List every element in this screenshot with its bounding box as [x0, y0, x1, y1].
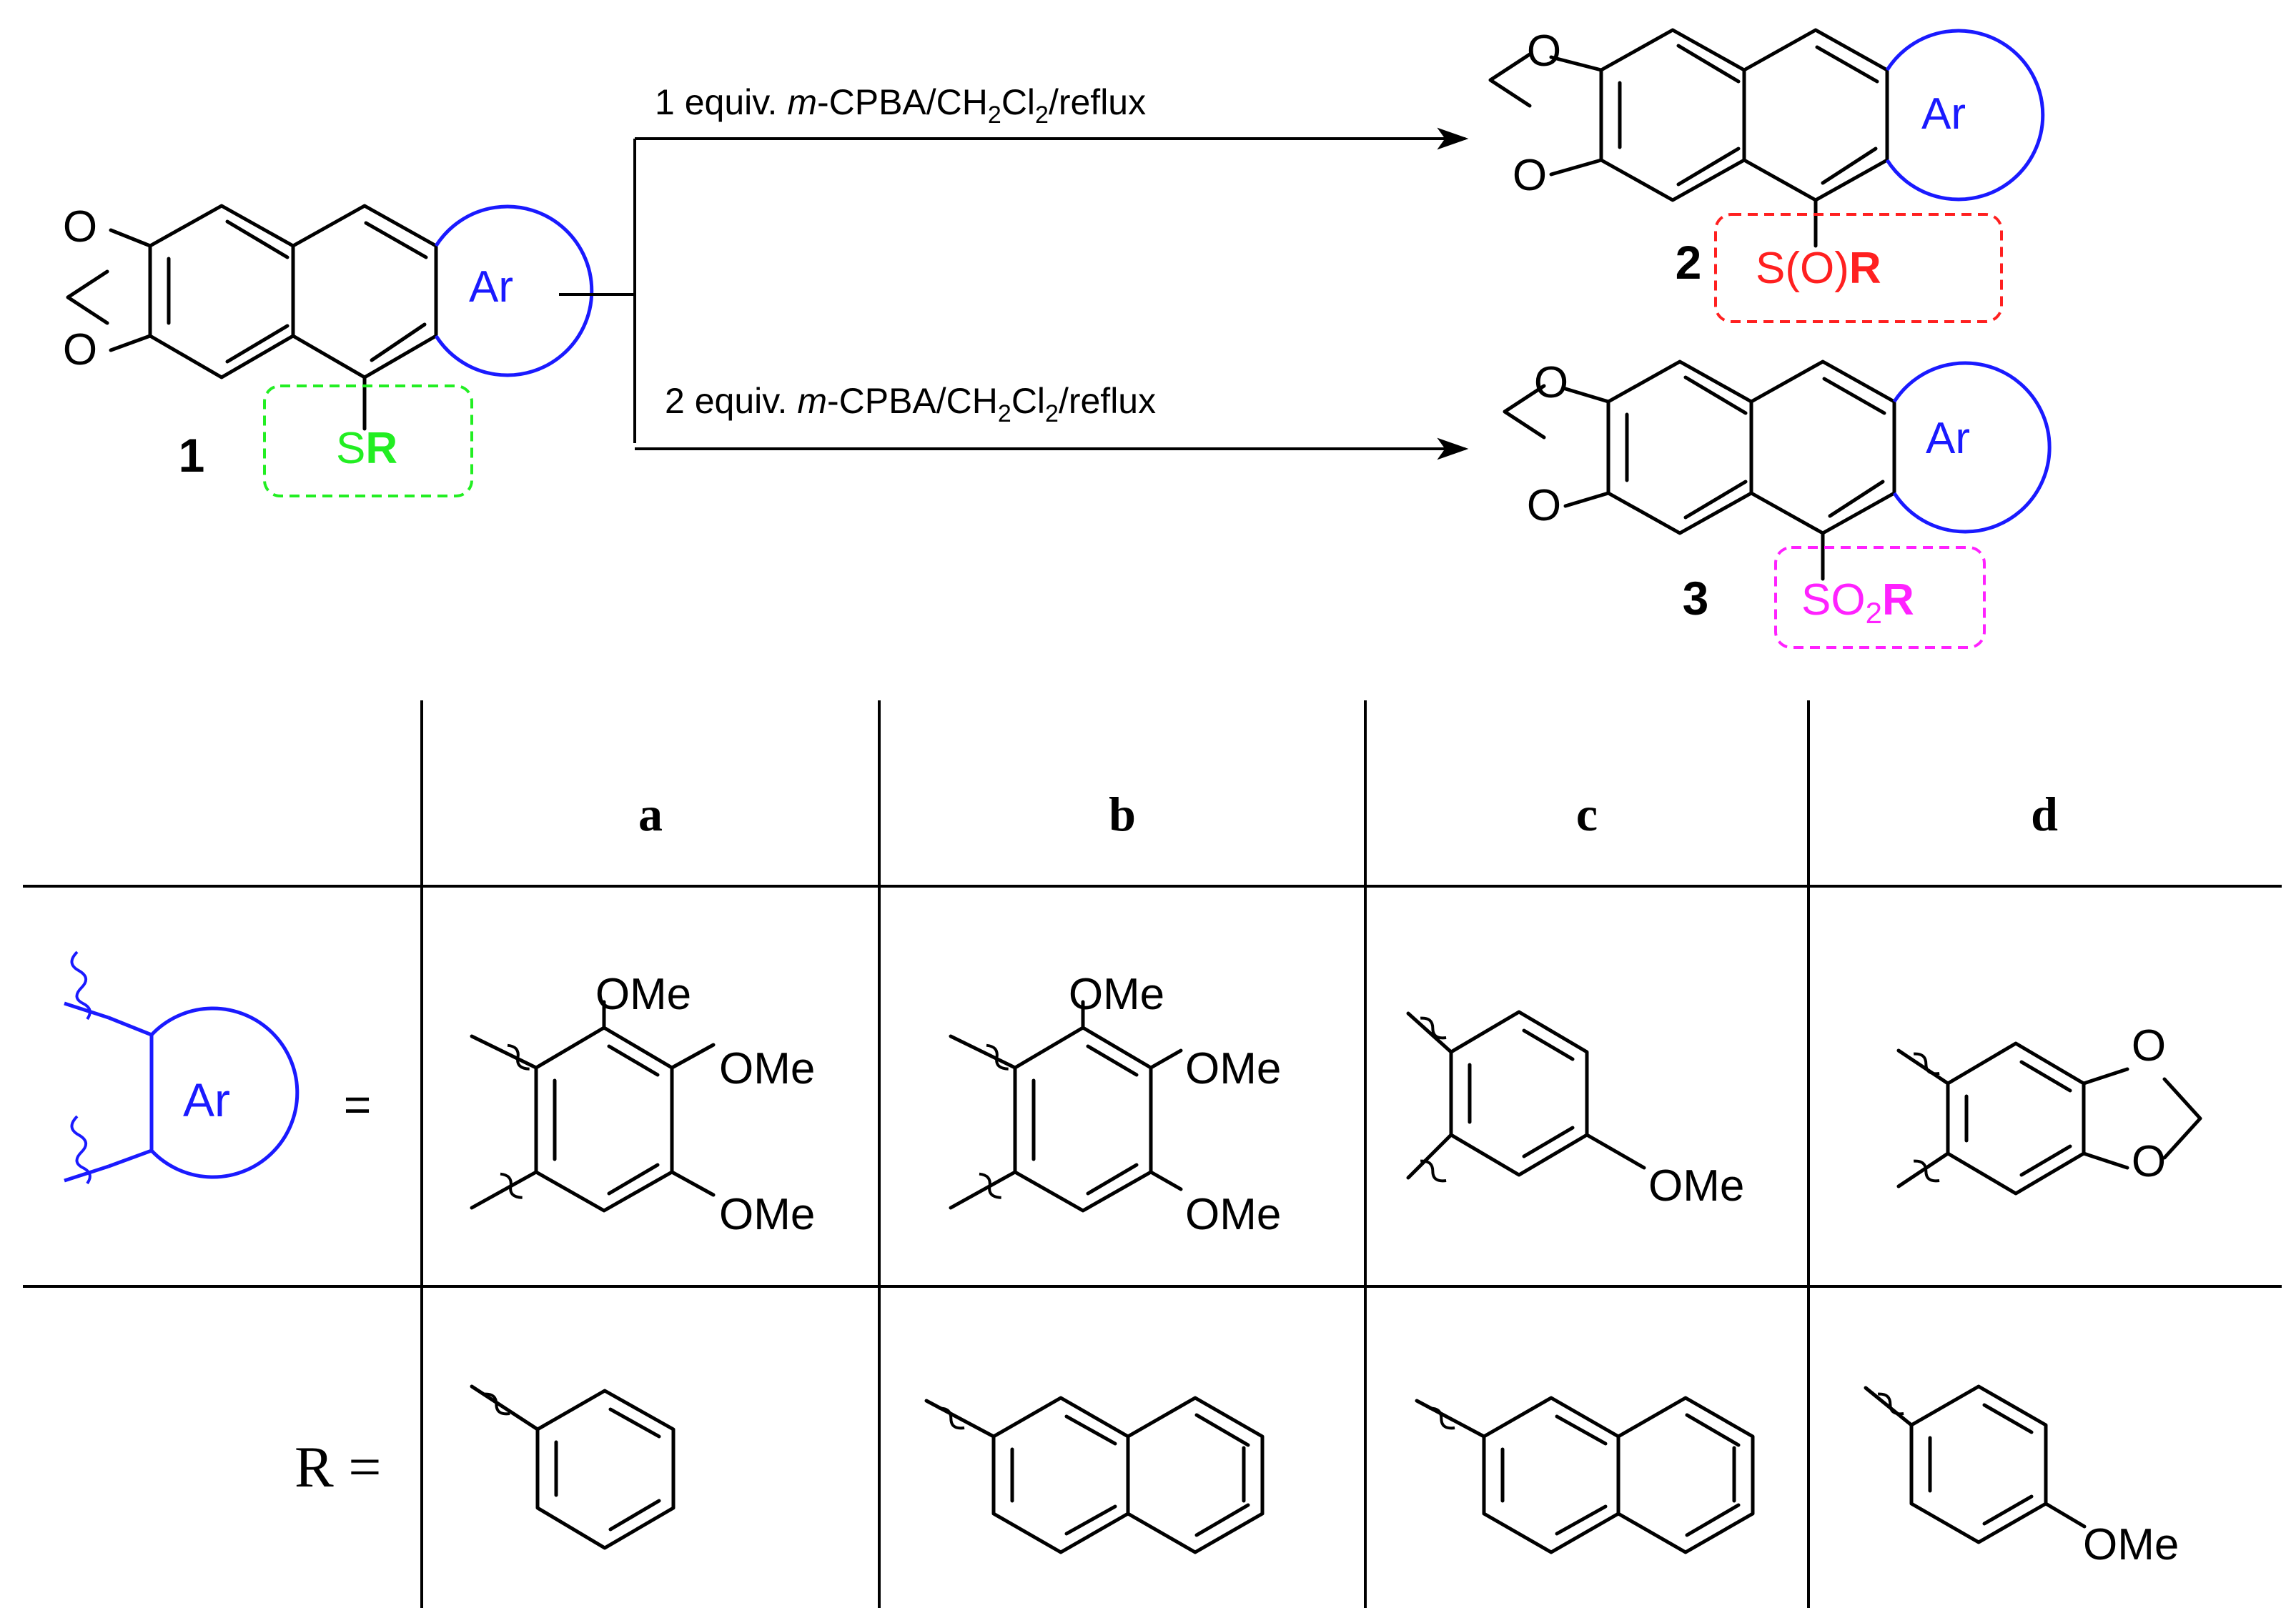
a-ome-top: OMe: [595, 970, 691, 1019]
compound-3-number: 3: [1683, 572, 1709, 625]
ar-fragment-structure: [64, 951, 300, 1185]
compound-2-sor-label: S(O)R: [1756, 244, 1881, 293]
compound-3-ar-label: Ar: [1926, 414, 1970, 463]
cond-bottom-cl: Cl: [1011, 381, 1045, 421]
compound-2-number: 2: [1676, 236, 1702, 289]
ar-equals-sign: =: [344, 1078, 372, 1131]
c-ome: OMe: [1648, 1161, 1744, 1211]
r-structure-d: [1864, 1384, 2087, 1544]
cond-bottom-italic: m: [797, 381, 827, 421]
compound-1-sr-label: SR: [336, 424, 397, 473]
compound-1-number: 1: [179, 429, 205, 482]
r-d-ome: OMe: [2083, 1520, 2179, 1569]
ar-structure-d: [1896, 1041, 2202, 1196]
d-o-bottom: O: [2132, 1137, 2166, 1186]
cond-bottom-sub2: 2: [1045, 400, 1059, 427]
sor-s: S(O): [1756, 244, 1849, 293]
sr-r: R: [365, 424, 397, 473]
cond-bottom-sub1: 2: [998, 400, 1011, 427]
a-ome-middle: OMe: [719, 1044, 815, 1093]
r-structure-c: [1415, 1396, 1755, 1554]
compound-2-o-bottom: O: [1513, 151, 1547, 200]
compound-2-ar-label: Ar: [1921, 89, 1966, 139]
r-equals-label: R =: [295, 1434, 381, 1499]
cond-bottom-mid: -CPBA/CH: [827, 381, 998, 421]
b-ome-top: OMe: [1069, 970, 1164, 1019]
r-structure-b: [924, 1396, 1265, 1554]
sr-s: S: [336, 424, 365, 473]
cond-top-sub1: 2: [988, 101, 1001, 129]
so2r-r: R: [1882, 575, 1914, 625]
reaction-arrows: [559, 127, 1469, 460]
column-header-a: a: [638, 787, 663, 841]
sor-r: R: [1849, 244, 1881, 293]
cond-top-mid: -CPBA/CH: [817, 82, 988, 122]
table-grid: [23, 700, 2282, 1608]
column-header-b: b: [1109, 787, 1136, 841]
ar-structure-a: [470, 1000, 716, 1213]
compound-3-so2r-label: SO2R: [1801, 575, 1914, 630]
condition-bottom: 2 equiv. m-CPBA/CH2Cl2/reflux: [665, 381, 1156, 427]
compound-1-o-bottom: O: [63, 325, 97, 374]
cond-top-lead: 1 equiv.: [655, 82, 787, 122]
so2r-sub: 2: [1866, 596, 1882, 630]
cond-top-italic: m: [787, 82, 817, 122]
b-ome-middle: OMe: [1185, 1044, 1281, 1093]
a-ome-bottom: OMe: [719, 1190, 815, 1239]
cond-top-sub2: 2: [1035, 101, 1049, 129]
ar-structure-b: [949, 1000, 1183, 1213]
column-header-c: c: [1576, 787, 1598, 841]
r-structure-a: [470, 1384, 676, 1550]
compound-1-ar-label: Ar: [469, 262, 513, 312]
compound-3-o-bottom: O: [1527, 481, 1561, 530]
d-o-top: O: [2132, 1021, 2166, 1071]
compound-3-o-top: O: [1534, 358, 1568, 407]
column-header-d: d: [2031, 787, 2058, 841]
compound-2-o-top: O: [1527, 26, 1561, 76]
so2r-s: SO: [1801, 575, 1866, 625]
compound-1-o-top: O: [63, 202, 97, 252]
compound-1-structure: [66, 204, 594, 497]
cond-top-cl: Cl: [1001, 82, 1035, 122]
cond-bottom-lead: 2 equiv.: [665, 381, 797, 421]
ar-fragment-label: Ar: [183, 1073, 230, 1126]
cond-top-tail: /reflux: [1049, 82, 1146, 122]
compound-3-structure: [1503, 359, 2052, 649]
compound-2-structure: [1488, 28, 2045, 323]
cond-bottom-tail: /reflux: [1059, 381, 1156, 421]
b-ome-bottom: OMe: [1185, 1190, 1281, 1239]
condition-top: 1 equiv. m-CPBA/CH2Cl2/reflux: [655, 82, 1146, 129]
ar-structure-c: [1406, 1010, 1646, 1183]
